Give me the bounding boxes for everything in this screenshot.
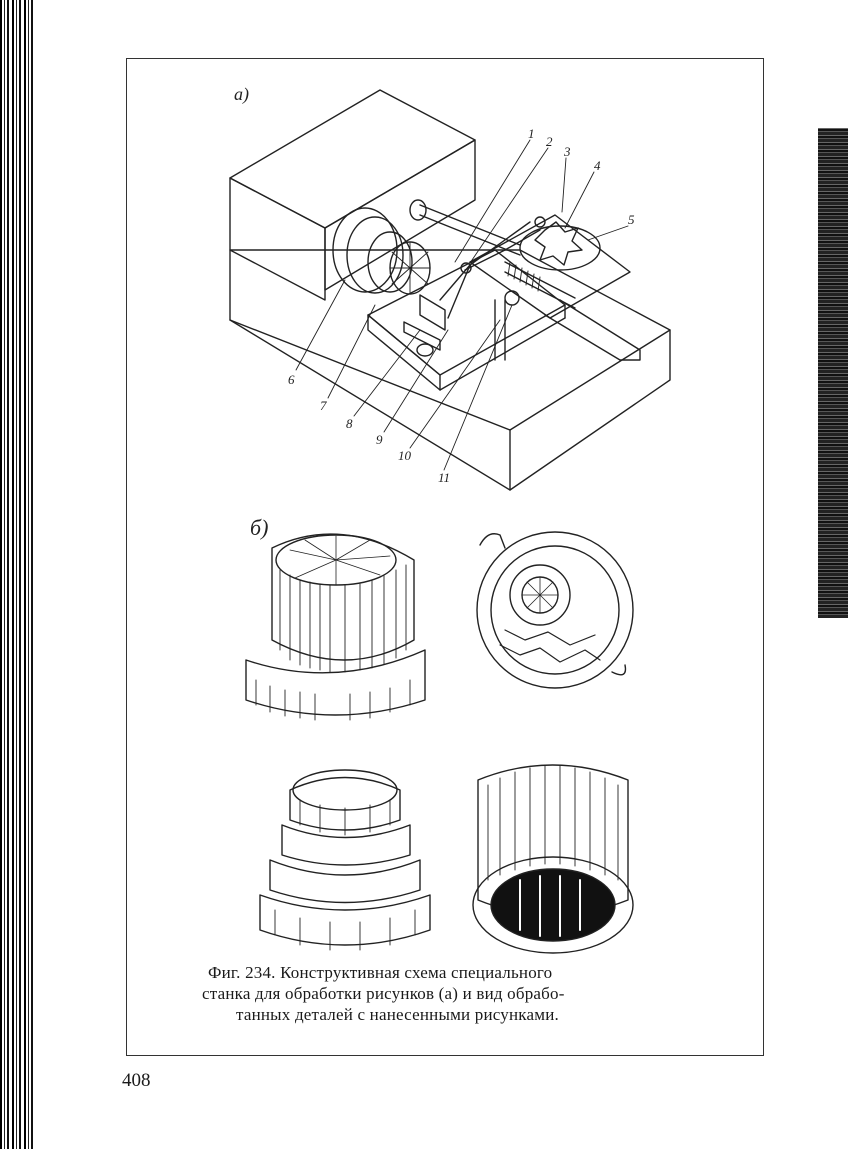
machine-schematic (230, 90, 670, 490)
callout-5: 5 (628, 212, 635, 227)
caption-line-1: Фиг. 234. Конструктивная схема специальн… (200, 962, 690, 983)
part-a-label: а) (234, 84, 249, 105)
callout-3: 3 (563, 144, 571, 159)
callout-9: 9 (376, 432, 383, 447)
callout-1: 1 (528, 126, 535, 141)
headstock-front (230, 178, 325, 300)
part-b-label: б) (250, 515, 268, 540)
caption-line-2: станка для обработки рисунков (а) и вид … (200, 983, 690, 1004)
callout-11: 11 (438, 470, 450, 485)
callout-10: 10 (398, 448, 412, 463)
headstock-top (230, 90, 475, 228)
stepped-cone-part (260, 770, 430, 950)
gear-wheel (520, 226, 600, 270)
callout-8: 8 (346, 416, 353, 431)
callout-6: 6 (288, 372, 295, 387)
callout-numbers: 1 2 3 4 5 6 7 8 9 10 11 (288, 126, 635, 485)
page-number: 408 (122, 1070, 151, 1092)
caption-line-3: танных деталей с нанесенными рисунками. (200, 1004, 690, 1025)
callout-4: 4 (594, 158, 601, 173)
callout-7: 7 (320, 398, 327, 413)
fluted-cap-part (246, 534, 425, 720)
figure-caption: Фиг. 234. Конструктивная схема специальн… (200, 962, 690, 1025)
callout-2: 2 (546, 134, 553, 149)
fluted-sleeve-part (473, 765, 633, 953)
ring-rosette-part (477, 532, 633, 688)
